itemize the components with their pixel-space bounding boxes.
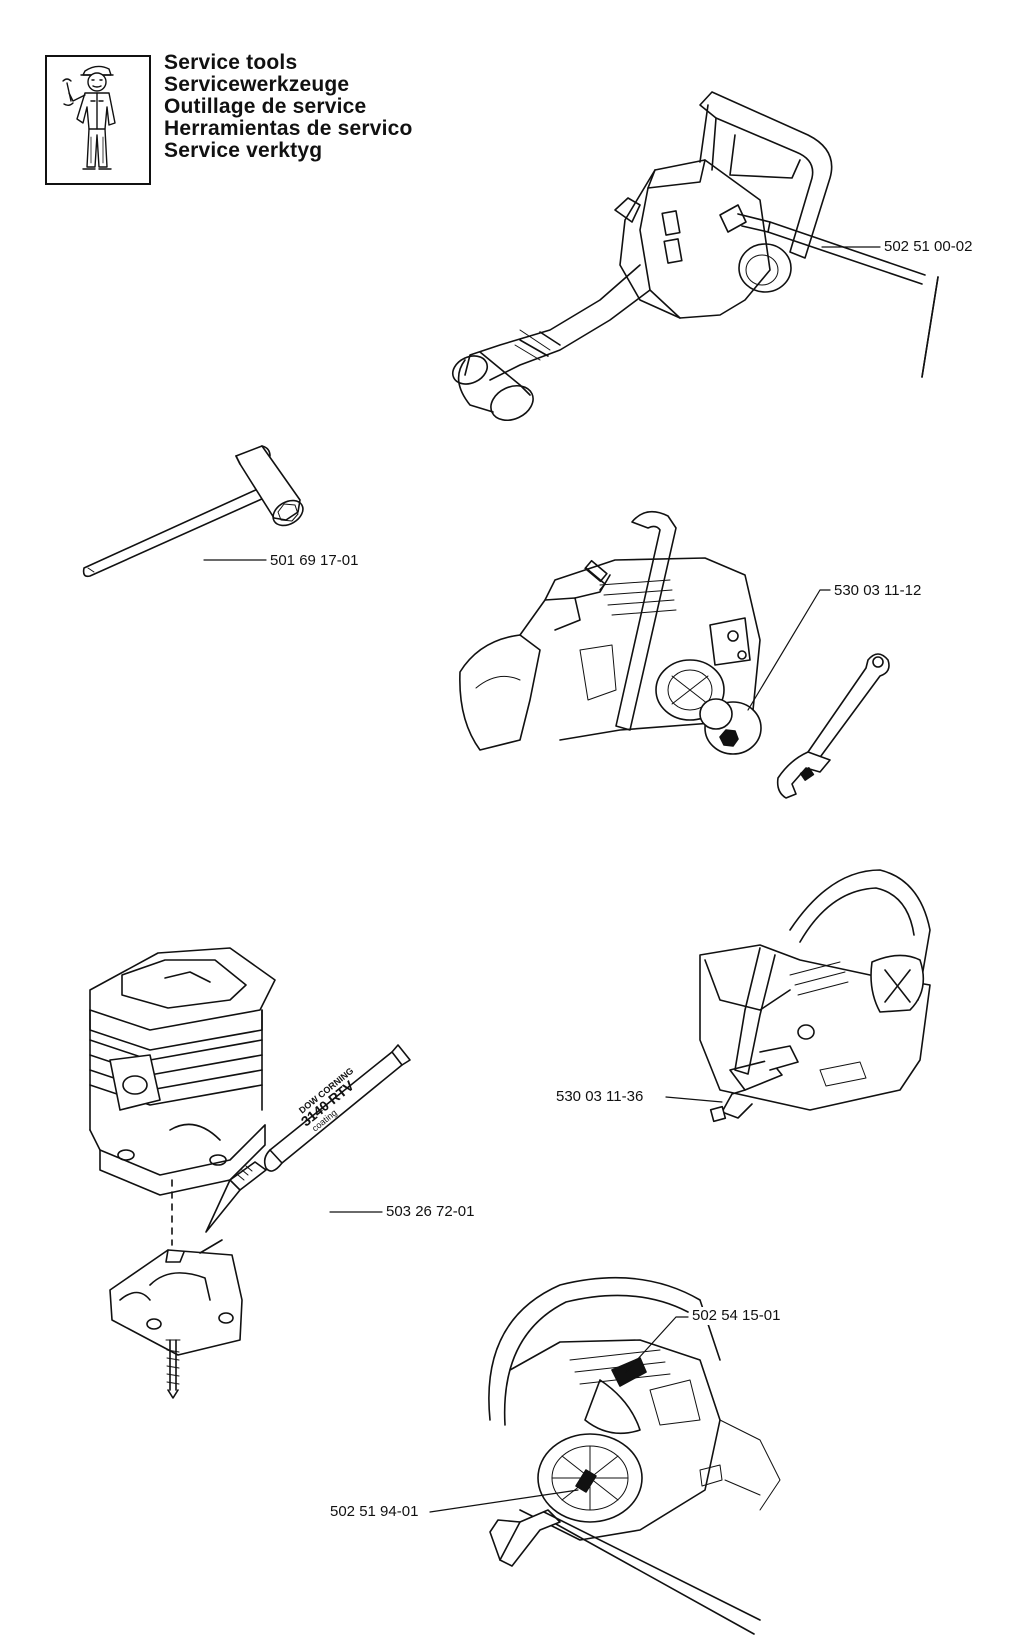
- title-block: Service tools Servicewerkzeuge Outillage…: [164, 52, 413, 162]
- combination-spanner-illustration: [82, 445, 304, 578]
- mechanic-with-wrench-icon: [45, 55, 151, 185]
- part-number-clutch-puller: 530 03 11-12: [834, 582, 922, 600]
- part-number-sealant: 503 26 72-01: [386, 1203, 475, 1221]
- part-number-t-handle-wrench: 502 51 00-02: [884, 238, 973, 256]
- title-english: Service tools: [164, 51, 298, 74]
- part-number-combination-spanner: 501 69 17-01: [270, 552, 359, 570]
- part-number-flywheel-puller: 502 51 94-01: [330, 1503, 419, 1521]
- piston-stop-illustration: [665, 869, 931, 1123]
- title-spanish: Herramientas de servico: [164, 117, 413, 140]
- crankcase-illustration: [451, 91, 939, 422]
- title-french: Outillage de service: [164, 95, 367, 118]
- title-german: Servicewerkzeuge: [164, 73, 350, 96]
- part-number-piston-stop: 530 03 11-36: [556, 1088, 644, 1106]
- mechanic-figure-svg: [62, 65, 116, 170]
- part-number-drift: 502 54 15-01: [692, 1307, 781, 1325]
- cylinder-sealant-illustration: DOW CORNING 3140 RTV coating: [89, 947, 411, 1399]
- clutch-illustration: [459, 510, 890, 799]
- flywheel-illustration: [429, 1276, 781, 1635]
- title-swedish: Service verktyg: [164, 139, 323, 162]
